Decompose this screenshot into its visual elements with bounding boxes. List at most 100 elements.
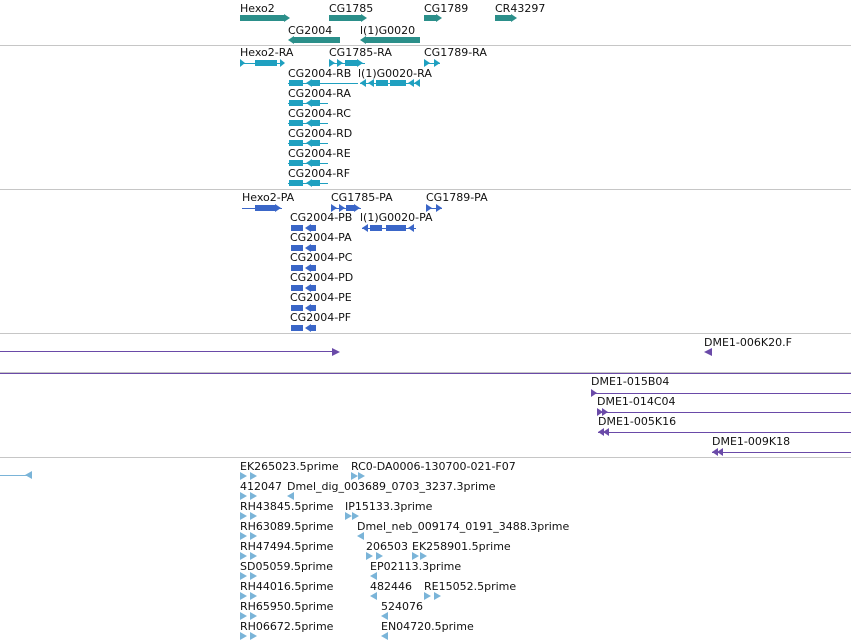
est-e14-b [250, 592, 257, 600]
clone-left-line[interactable] [0, 351, 334, 352]
transcript-label-cg2004-rc: CG2004-RC [288, 107, 351, 120]
gene-label-l1g0020: l(1)G0020 [360, 24, 416, 37]
est-label-e4: Dmel_dig_003689_0703_3237.3prime [287, 480, 496, 493]
est-e15[interactable] [370, 592, 377, 600]
est-label-e2: RC0-DA0006-130700-021-F07 [351, 460, 516, 473]
est-e5[interactable] [240, 512, 247, 520]
est-e10[interactable] [366, 552, 373, 560]
est-e18[interactable] [381, 612, 388, 620]
protein-cg2004-pe[interactable] [291, 305, 303, 311]
transcript-cg1785-ra[interactable] [329, 59, 335, 67]
est-label-e14: RH44016.5prime [240, 580, 334, 593]
gene-cg2004[interactable] [294, 37, 340, 43]
protein-cg2004-pf[interactable] [291, 325, 303, 331]
est-e20[interactable] [381, 632, 388, 640]
protein-cg1789-pa[interactable] [426, 204, 432, 212]
transcript-hexo2-ra-arrow [240, 59, 245, 67]
transcript-track: Hexo2-RA CG1785-RA CG1789-RA CG2004-RB l… [0, 46, 851, 188]
est-e19[interactable] [240, 632, 247, 640]
transcript-cg2004-ra-exon3 [312, 100, 320, 106]
transcript-label-hexo2-ra: Hexo2-RA [240, 46, 294, 59]
est-e16-b [434, 592, 441, 600]
protein-hexo2-pa-arrow [275, 204, 281, 212]
est-e11[interactable] [412, 552, 419, 560]
protein-l1g0020-pa-exon3 [386, 225, 406, 231]
transcript-cg2004-re[interactable] [289, 160, 303, 166]
est-e1-b [250, 472, 257, 480]
est-e13[interactable] [370, 572, 377, 580]
clone-014c04-line[interactable] [597, 412, 851, 413]
transcript-label-cg2004-rb: CG2004-RB [288, 67, 352, 80]
clone-009k18-line[interactable] [712, 452, 851, 453]
est-e11-b [420, 552, 427, 560]
est-e3-b [250, 492, 257, 500]
gene-l1g0020[interactable] [366, 37, 420, 43]
protein-l1g0020-pa-exon2 [370, 225, 382, 231]
transcript-cg2004-rd[interactable] [289, 140, 303, 146]
gene-hexo2[interactable] [240, 15, 284, 21]
transcript-cg1789-ra[interactable] [424, 59, 430, 67]
transcript-l1g0020-ra-exon5 [408, 79, 414, 87]
transcript-cg2004-rb[interactable] [289, 80, 303, 86]
est-label-e10: 206503 [366, 540, 408, 553]
protein-cg2004-pe-arrow [305, 304, 311, 312]
gene-cg1789[interactable] [424, 15, 436, 21]
clone-left-arrow [332, 348, 340, 356]
est-e17[interactable] [240, 612, 247, 620]
clone-015b04-line[interactable] [591, 393, 851, 394]
est-e14[interactable] [240, 592, 247, 600]
transcript-l1g0020-ra[interactable] [360, 79, 366, 87]
transcript-hexo2-ra[interactable] [255, 60, 277, 66]
clone-005k16-line[interactable] [598, 432, 851, 433]
est-label-e13: EP02113.3prime [370, 560, 462, 573]
gene-cg1785[interactable] [329, 15, 361, 21]
protein-cg2004-pd-exon3 [311, 285, 316, 291]
transcript-cg2004-rf[interactable] [289, 180, 303, 186]
gene-cr43297[interactable] [495, 15, 511, 21]
est-label-e8: Dmel_neb_009174_0191_3488.3prime [357, 520, 570, 533]
protein-l1g0020-pa[interactable] [362, 224, 368, 232]
est-e7[interactable] [240, 532, 247, 540]
transcript-cg2004-ra[interactable] [289, 100, 303, 106]
est-e12[interactable] [240, 572, 247, 580]
clone-top-line [0, 373, 851, 374]
transcript-cg1789-ra-intron [424, 63, 440, 64]
est-e3[interactable] [240, 492, 247, 500]
est-e9[interactable] [240, 552, 247, 560]
est-e1[interactable] [240, 472, 247, 480]
transcript-label-cg1789-ra: CG1789-RA [424, 46, 487, 59]
transcript-l1g0020-ra-exon3 [376, 80, 388, 86]
gene-label-cr43297: CR43297 [495, 2, 546, 15]
protein-cg2004-pc[interactable] [291, 265, 303, 271]
est-left-line[interactable] [0, 475, 28, 476]
transcript-cg2004-rd-exon3 [312, 140, 320, 146]
est-e6[interactable] [345, 512, 352, 520]
protein-label-hexo2-pa: Hexo2-PA [242, 191, 295, 204]
protein-hexo2-pa[interactable] [255, 205, 275, 211]
transcript-label-cg1785-ra: CG1785-RA [329, 46, 392, 59]
transcript-l1g0020-ra-exon2 [368, 79, 374, 87]
est-e4[interactable] [287, 492, 294, 500]
transcript-cg2004-rd-arrow [306, 139, 312, 147]
est-e17-b [250, 612, 257, 620]
transcript-cg2004-rf-exon3 [312, 180, 320, 186]
clone-006k20-arrow[interactable] [704, 348, 712, 356]
est-e8[interactable] [357, 532, 364, 540]
gene-cr43297-arrow [511, 14, 517, 22]
est-e2[interactable] [351, 472, 358, 480]
protein-label-cg1789-pa: CG1789-PA [426, 191, 488, 204]
est-e6-b [352, 512, 359, 520]
protein-label-cg2004-pb: CG2004-PB [290, 211, 353, 224]
protein-cg2004-pa[interactable] [291, 245, 303, 251]
est-e2-b [358, 472, 365, 480]
est-e16[interactable] [424, 592, 431, 600]
est-left-arrow [25, 471, 32, 479]
clone-label-006k20: DME1-006K20.F [704, 336, 792, 349]
protein-cg1789-pa-exon2 [436, 204, 442, 212]
protein-cg2004-pd[interactable] [291, 285, 303, 291]
track-separator [0, 372, 851, 373]
protein-cg2004-pb[interactable] [291, 225, 303, 231]
transcript-cg2004-re-exon3 [312, 160, 320, 166]
protein-cg1785-pa[interactable] [331, 204, 337, 212]
transcript-cg2004-rc[interactable] [289, 120, 303, 126]
